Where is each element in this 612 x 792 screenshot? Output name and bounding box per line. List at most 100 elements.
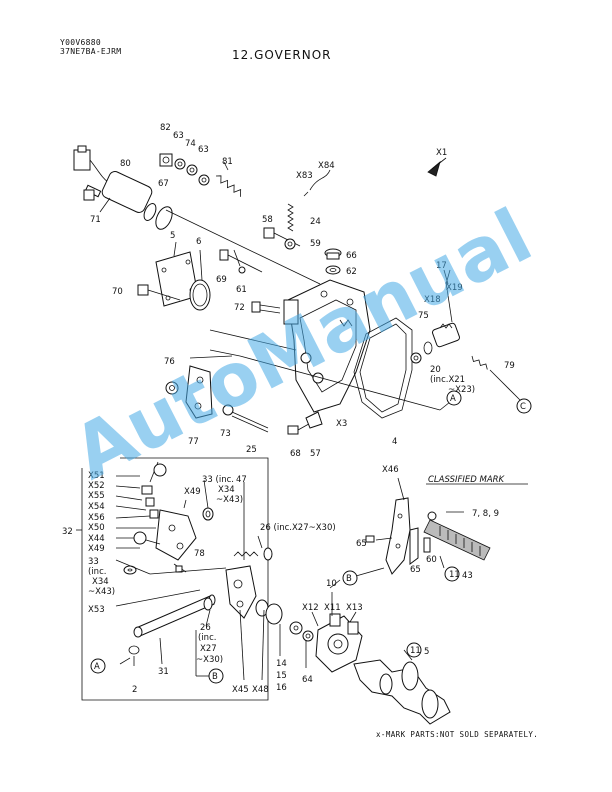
svg-text:47: 47 bbox=[236, 475, 247, 485]
svg-text:X54: X54 bbox=[88, 502, 105, 512]
svg-text:25: 25 bbox=[246, 445, 257, 455]
clip-57 bbox=[305, 411, 323, 429]
ref-circle-11-43: 11 bbox=[444, 566, 460, 582]
washer-26-mid bbox=[263, 547, 273, 561]
spring-81 bbox=[215, 161, 242, 197]
svg-text:14: 14 bbox=[276, 659, 287, 669]
svg-text:X84: X84 bbox=[318, 161, 335, 171]
svg-text:61: 61 bbox=[236, 285, 247, 295]
svg-text:B: B bbox=[212, 672, 218, 682]
svg-text:76: 76 bbox=[164, 357, 175, 367]
svg-text:X46: X46 bbox=[382, 465, 399, 475]
svg-text:80: 80 bbox=[120, 159, 131, 169]
svg-text:79: 79 bbox=[504, 361, 515, 371]
callout-labels: 82 63 74 63 81 X84 X83 80 67 71 24 58 59… bbox=[62, 123, 515, 695]
svg-text:A: A bbox=[94, 662, 100, 672]
svg-text:~X23): ~X23) bbox=[448, 385, 475, 395]
bolt-70 bbox=[137, 284, 181, 301]
ref-circle-b-mid: B bbox=[342, 570, 358, 586]
spring-x47 bbox=[233, 551, 259, 557]
svg-text:33: 33 bbox=[88, 557, 99, 567]
leader-lines-lower bbox=[115, 475, 445, 681]
svg-text:69: 69 bbox=[216, 275, 227, 285]
svg-text:78: 78 bbox=[194, 549, 205, 559]
svg-text:X44: X44 bbox=[88, 534, 105, 544]
svg-text:X11: X11 bbox=[324, 603, 341, 613]
ref-circle-a-lower: A bbox=[90, 658, 106, 674]
svg-text:31: 31 bbox=[158, 667, 169, 677]
svg-text:32: 32 bbox=[62, 527, 73, 537]
svg-text:X13: X13 bbox=[346, 603, 363, 613]
svg-text:(inc.X21: (inc.X21 bbox=[430, 375, 465, 385]
pin-x44 bbox=[133, 531, 161, 545]
ref-circle-b-lower: B bbox=[208, 668, 224, 684]
governor-housing-x3 bbox=[283, 279, 371, 413]
gasket-6 bbox=[189, 279, 211, 311]
svg-text:73: 73 bbox=[220, 429, 231, 439]
svg-text:4: 4 bbox=[392, 437, 397, 447]
governor-weight-10 bbox=[315, 613, 363, 673]
svg-text:67: 67 bbox=[158, 179, 169, 189]
svg-text:63: 63 bbox=[198, 145, 209, 155]
svg-text:(inc.: (inc. bbox=[198, 633, 216, 643]
svg-text:75: 75 bbox=[418, 311, 429, 321]
gasket-4 bbox=[353, 317, 413, 419]
o-ring-2 bbox=[128, 645, 140, 655]
svg-text:X52: X52 bbox=[88, 481, 105, 491]
svg-text:33 (inc.: 33 (inc. bbox=[202, 475, 234, 485]
svg-text:7, 8, 9: 7, 8, 9 bbox=[472, 509, 499, 519]
svg-text:68: 68 bbox=[290, 449, 301, 459]
bracket-65 bbox=[409, 527, 419, 565]
svg-text:X48: X48 bbox=[252, 685, 269, 695]
doc-code: Y00V6880 bbox=[60, 38, 101, 47]
lever-x50 bbox=[141, 461, 197, 561]
link-wire-x84 bbox=[303, 169, 331, 197]
svg-text:~X30): ~X30) bbox=[196, 655, 223, 665]
model-code: 37NE7BA-EJRM bbox=[60, 47, 122, 56]
svg-text:65: 65 bbox=[410, 565, 421, 575]
svg-text:~X43): ~X43) bbox=[88, 587, 115, 597]
svg-text:26: 26 bbox=[200, 623, 211, 633]
part-78 bbox=[173, 563, 187, 573]
svg-text:X56: X56 bbox=[88, 513, 105, 523]
svg-text:6: 6 bbox=[196, 237, 201, 247]
svg-text:X49: X49 bbox=[88, 544, 105, 554]
svg-text:17: 17 bbox=[436, 261, 447, 271]
classified-mark-underline bbox=[426, 483, 528, 513]
ref-circle-a-upper: A bbox=[446, 390, 462, 406]
svg-text:X53: X53 bbox=[88, 605, 105, 615]
svg-text:63: 63 bbox=[173, 131, 184, 141]
svg-text:62: 62 bbox=[346, 267, 357, 277]
assembly-bracket-32 bbox=[76, 457, 269, 701]
direction-arrow-x1: X1 bbox=[427, 148, 447, 177]
spring-24 bbox=[287, 203, 294, 232]
svg-text:B: B bbox=[346, 574, 352, 584]
nut-stack-82 bbox=[159, 153, 210, 186]
ref-circle-c-upper: C bbox=[516, 398, 532, 414]
svg-text:2: 2 bbox=[132, 685, 137, 695]
svg-text:C: C bbox=[520, 402, 526, 412]
svg-text:20: 20 bbox=[430, 365, 441, 375]
washer-20 bbox=[410, 352, 422, 364]
washer-64 bbox=[289, 621, 303, 635]
camshaft-11-5 bbox=[353, 659, 451, 725]
bolt-71 bbox=[83, 189, 95, 201]
svg-text:X83: X83 bbox=[296, 171, 313, 181]
svg-text:X50: X50 bbox=[88, 523, 105, 533]
svg-text:66: 66 bbox=[346, 251, 357, 261]
washer-x49 bbox=[202, 507, 214, 521]
classified-mark-label: CLASSIFIED MARK bbox=[428, 475, 506, 485]
svg-text:A: A bbox=[450, 394, 456, 404]
svg-text:16: 16 bbox=[276, 683, 287, 693]
label-x1: X1 bbox=[436, 148, 447, 158]
svg-text:70: 70 bbox=[112, 287, 123, 297]
svg-text:11: 11 bbox=[410, 646, 421, 656]
svg-text:81: 81 bbox=[222, 157, 233, 167]
svg-text:~X43): ~X43) bbox=[216, 495, 243, 505]
bolt-69 bbox=[219, 249, 263, 273]
svg-text:X49: X49 bbox=[184, 487, 201, 497]
washer-26-lower bbox=[203, 597, 213, 611]
svg-text:X27: X27 bbox=[200, 644, 217, 654]
